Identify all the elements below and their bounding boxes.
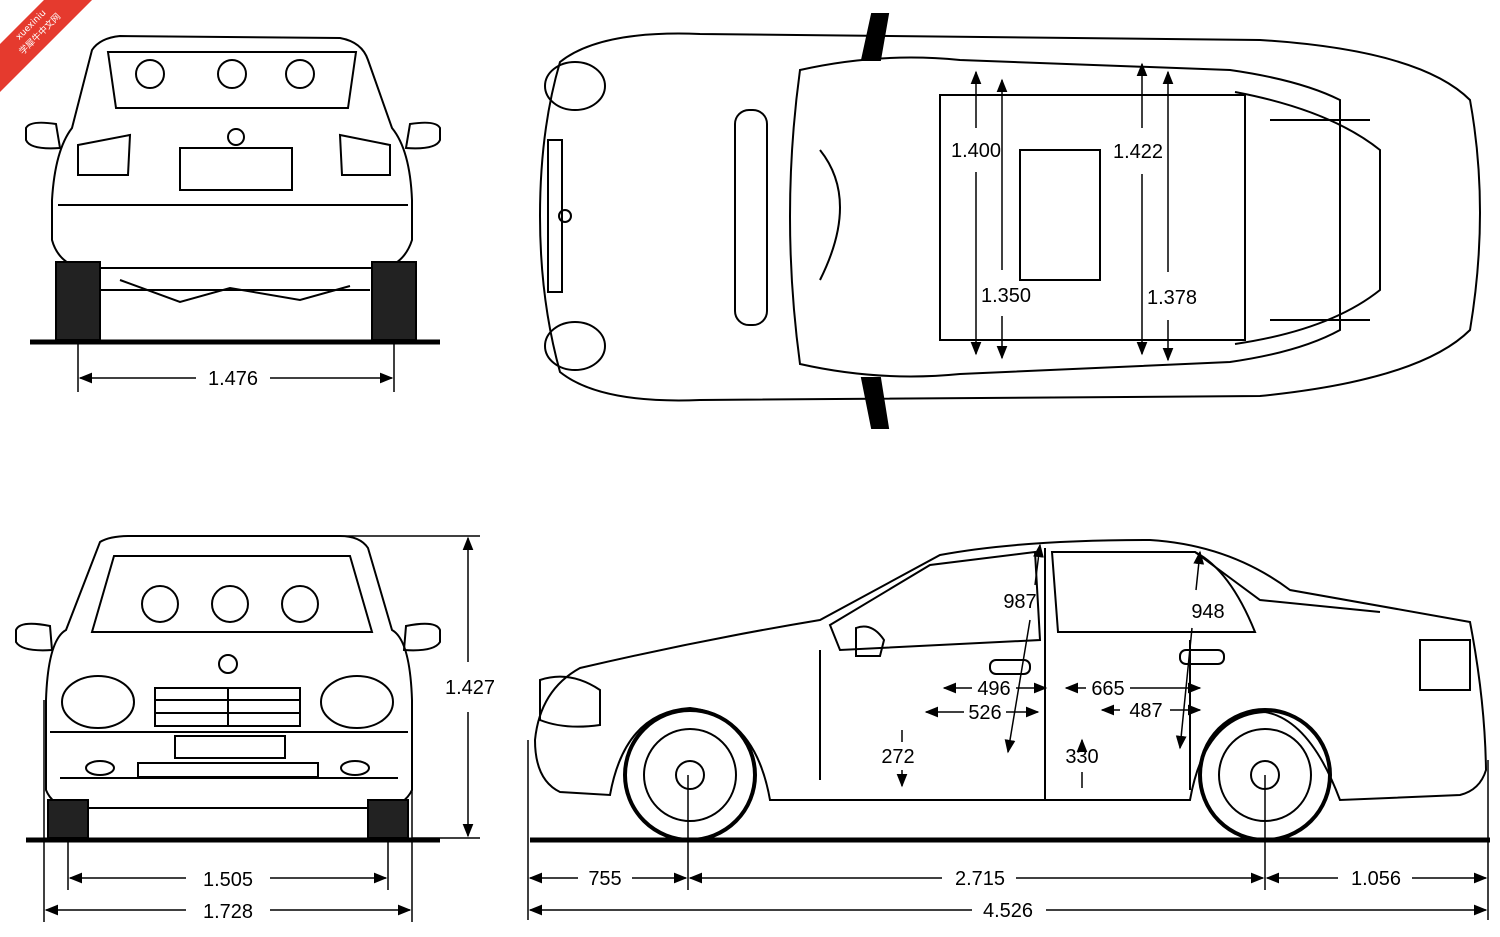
rear-seat-height-label: 330: [1065, 746, 1098, 768]
height-label: 1.427: [445, 677, 495, 699]
rear-headroom-label: 948: [1191, 601, 1224, 623]
front-hip-label: 1.350: [981, 285, 1031, 307]
rear-track-dimension: 1.476: [77, 342, 395, 392]
rear-hip-label: 1.378: [1147, 287, 1197, 309]
side-dimensions: [527, 543, 1489, 920]
rear-legroom-label: 665: [1091, 678, 1124, 700]
front-shoulder-label: 1.400: [951, 140, 1001, 162]
top-view-interior-dimensions: [970, 62, 1174, 362]
wheelbase-label: 2.715: [955, 868, 1005, 890]
rear-view: [25, 34, 441, 345]
rear-track-label: 1.476: [208, 368, 258, 390]
front-track-label: 1.505: [203, 869, 253, 891]
rear-overhang-label: 1.056: [1351, 868, 1401, 890]
front-seat-height-label: 272: [881, 746, 914, 768]
rear-shoulder-label: 1.422: [1113, 141, 1163, 163]
length-label: 4.526: [983, 900, 1033, 922]
front-headroom-label: 987: [1003, 591, 1036, 613]
rear-cushion-label: 487: [1129, 700, 1162, 722]
top-view: [538, 13, 1481, 429]
front-seat-length-label: 496: [977, 678, 1010, 700]
front-dimensions: [43, 535, 480, 922]
width-label: 1.728: [203, 901, 253, 923]
front-overhang-label: 755: [588, 868, 621, 890]
front-cushion-label: 526: [968, 702, 1001, 724]
front-view: [15, 535, 441, 843]
